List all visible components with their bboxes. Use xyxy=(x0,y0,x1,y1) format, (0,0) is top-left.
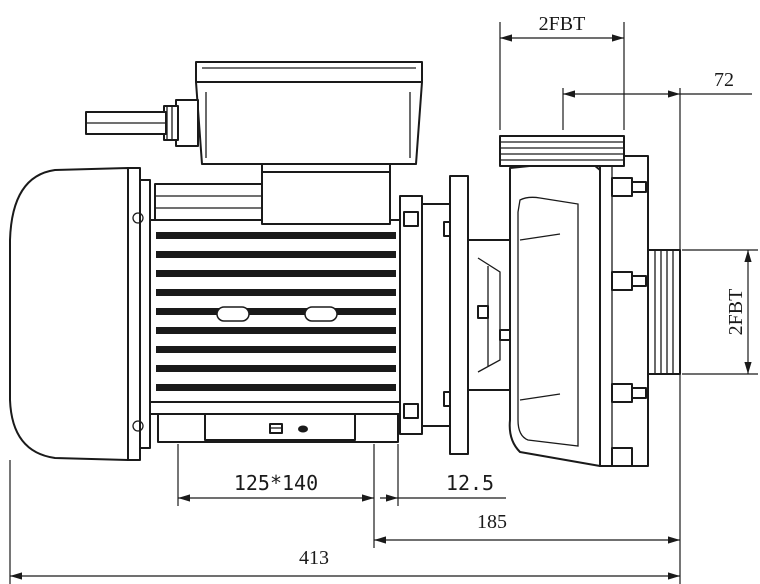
volute-bolts xyxy=(611,177,647,467)
side-inlet-fitting xyxy=(647,249,681,375)
adapter-flange xyxy=(399,175,469,455)
cable-gland xyxy=(85,99,199,147)
cooling-fin xyxy=(156,384,396,391)
dim-top-outlet-label: 2FBT xyxy=(539,13,586,35)
fin-slots xyxy=(216,306,338,322)
dim-mount-spacing: 125*140 xyxy=(177,444,375,548)
cooling-fin xyxy=(156,327,396,334)
cooling-fin xyxy=(156,346,396,353)
motor-end-cap xyxy=(9,167,129,461)
dim-overall-length-label: 413 xyxy=(299,547,329,569)
terminal-box xyxy=(195,61,423,173)
cooling-fin xyxy=(156,232,396,239)
shaft-seal-housing xyxy=(467,239,513,391)
cooling-fins xyxy=(156,232,396,391)
dim-side-inlet: 2FBT xyxy=(682,249,758,375)
dim-foot-to-inlet: 185 xyxy=(374,511,680,544)
cooling-fin xyxy=(156,289,396,296)
motor-base xyxy=(149,401,401,443)
cooling-fin xyxy=(156,365,396,372)
dim-outlet-offset: 72 xyxy=(562,69,752,130)
dim-foot-offset-label: 12.5 xyxy=(446,471,494,495)
cooling-fin xyxy=(156,251,396,258)
dim-side-inlet-label: 2FBT xyxy=(725,289,747,336)
cooling-fin xyxy=(156,308,396,315)
cooling-fin xyxy=(156,270,396,277)
top-outlet-fitting xyxy=(499,135,625,167)
motor-flange-rings xyxy=(127,167,151,461)
dim-outlet-offset-label: 72 xyxy=(714,69,734,91)
dim-top-outlet: 2FBT xyxy=(499,13,625,130)
dim-foot-to-inlet-label: 185 xyxy=(477,511,507,533)
pump-volute xyxy=(508,155,649,467)
dim-overall-length: 413 xyxy=(9,460,680,584)
dim-foot-offset: 12.5 xyxy=(380,444,506,506)
dim-mount-spacing-label: 125*140 xyxy=(234,471,318,495)
